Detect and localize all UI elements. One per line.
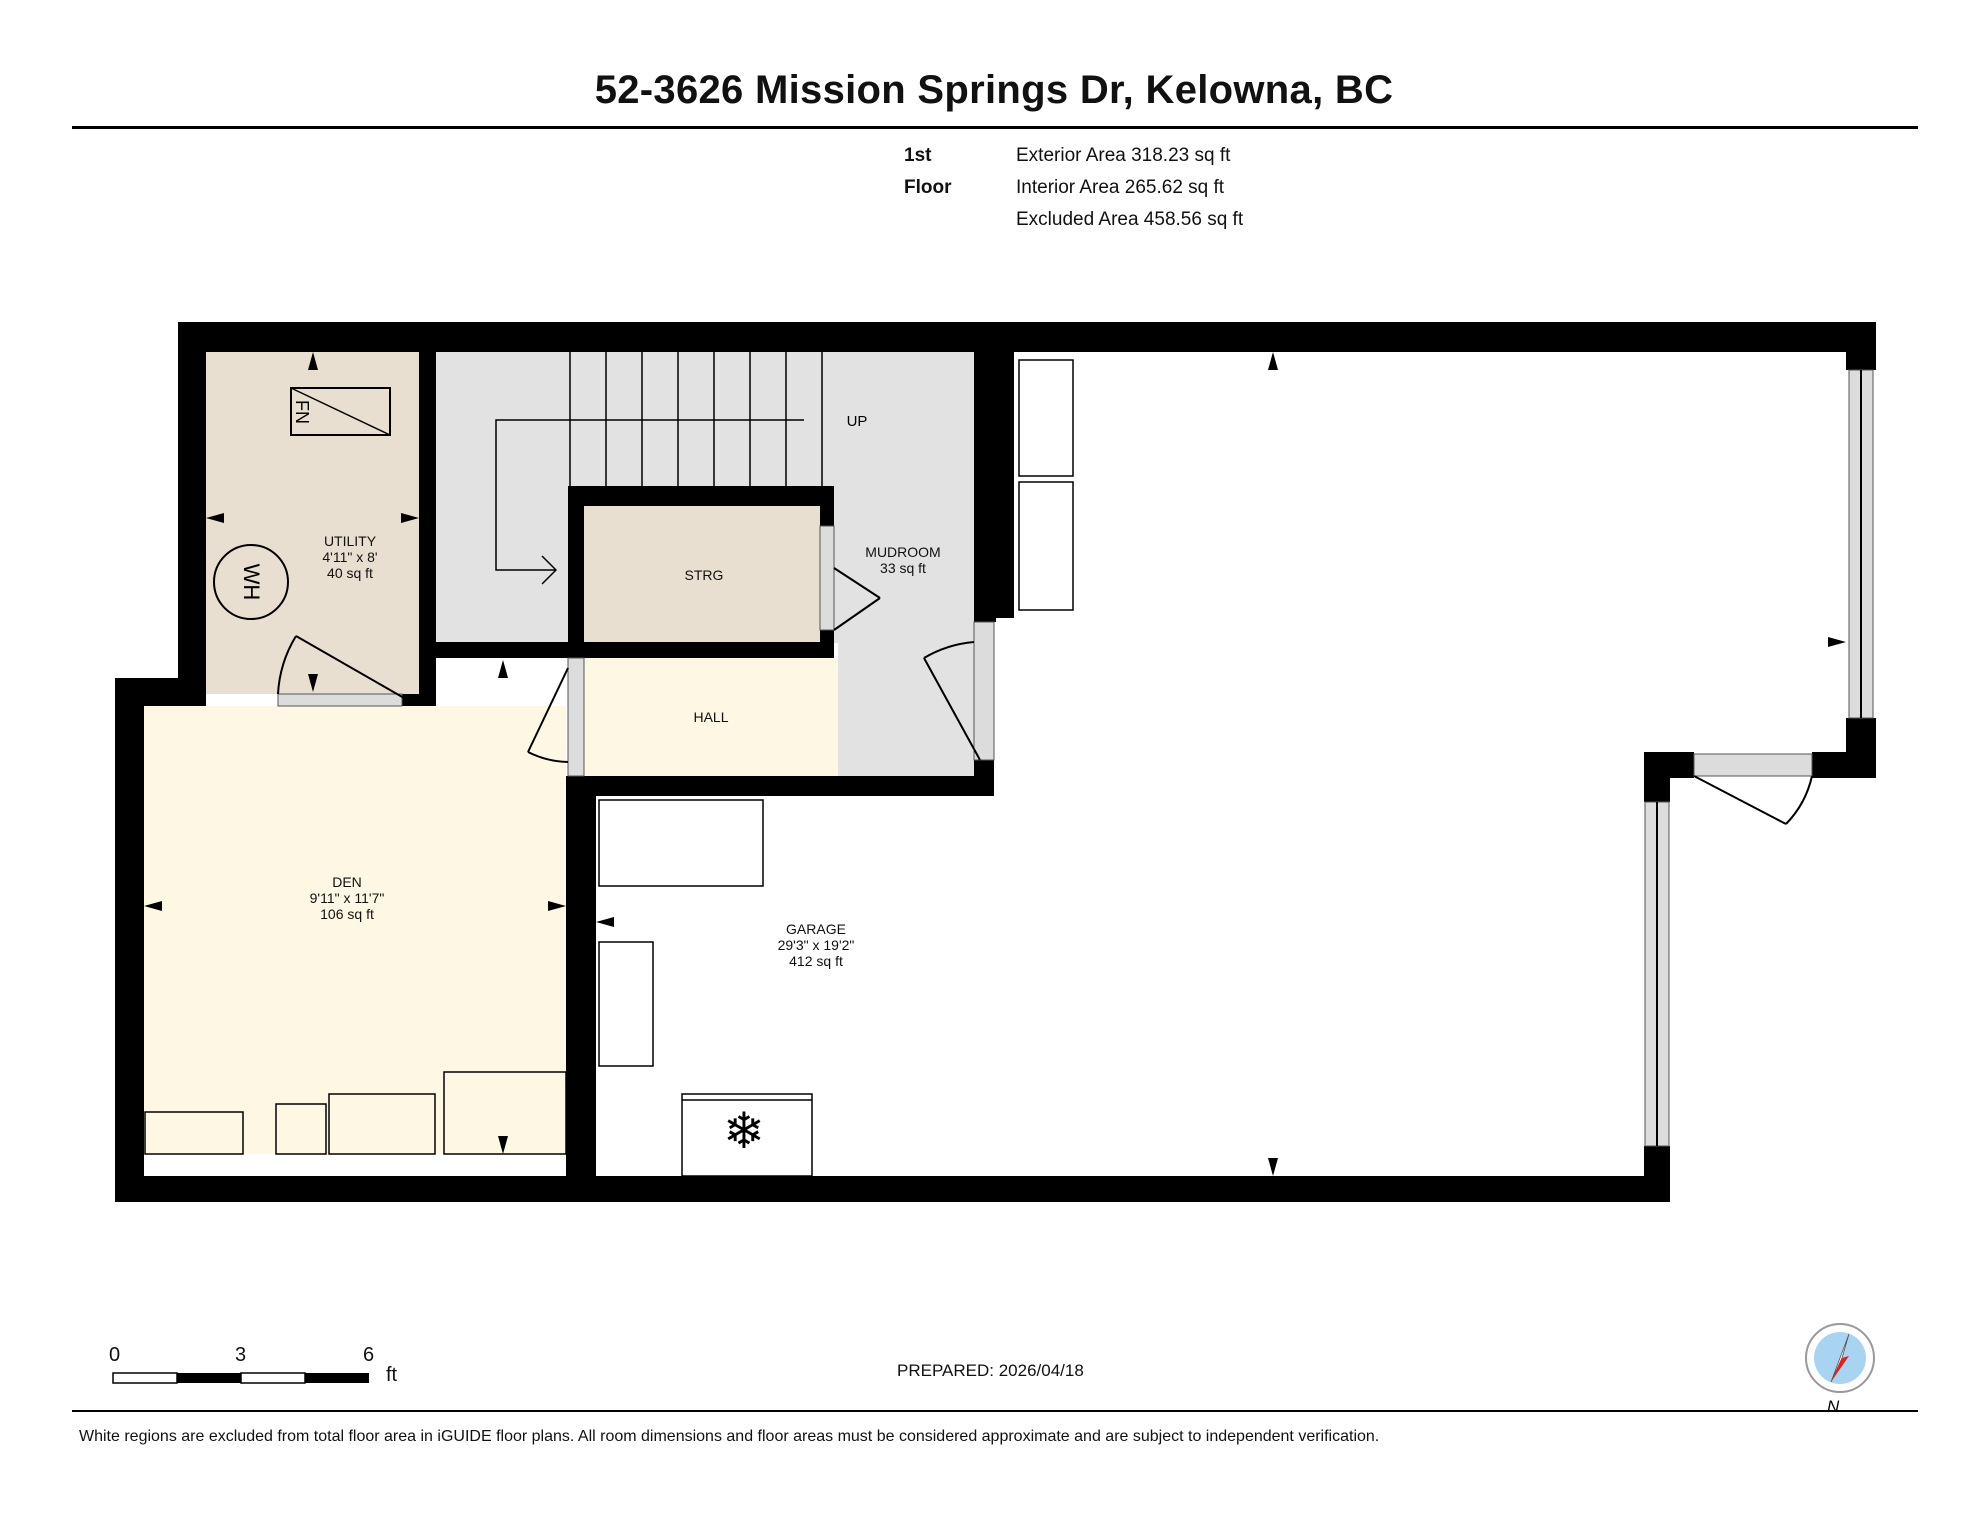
garage-bench — [598, 941, 654, 1067]
excluded-area: Excluded Area 458.56 sq ft — [1016, 209, 1244, 230]
den-counter-3 — [328, 1093, 436, 1155]
mudroom — [838, 352, 974, 776]
utility-dims: 4'11" x 8' — [322, 549, 377, 565]
den-area: 106 sq ft — [320, 906, 374, 922]
compass-icon — [1805, 1323, 1875, 1393]
scale-unit: ft — [386, 1364, 398, 1386]
storage-room — [584, 506, 820, 642]
doors — [277, 567, 1813, 825]
staircase — [495, 352, 823, 585]
stairs-up-label: UP — [847, 413, 868, 430]
garage-shelf-1 — [1018, 359, 1074, 477]
interior-area: Interior Area 265.62 sq ft — [1016, 177, 1225, 198]
utility-name: UTILITY — [324, 533, 377, 549]
mudroom-name: MUDROOM — [865, 544, 940, 560]
freezer — [681, 1093, 813, 1177]
fixtures — [144, 359, 1074, 1177]
disclaimer-text: White regions are excluded from total fl… — [79, 1428, 1380, 1445]
prepared-date: PREPARED: 2026/04/18 — [897, 1361, 1084, 1380]
furnace-label: FN — [292, 400, 312, 424]
den-name: DEN — [332, 874, 362, 890]
furnace — [290, 387, 391, 436]
dimension-arrows — [144, 352, 1846, 1176]
floor-name: 1st Floor — [904, 145, 952, 198]
strg-name: STRG — [685, 567, 724, 583]
header-divider — [72, 126, 1918, 129]
footer-divider — [72, 1410, 1918, 1412]
furnace-diagonal — [290, 387, 391, 436]
compass-north-label: N — [1827, 1397, 1840, 1416]
water-heater-label: WH — [239, 564, 264, 601]
utility-room — [206, 350, 419, 694]
scale-label-3: 3 — [235, 1344, 247, 1366]
garage-shelf-2 — [1018, 481, 1074, 611]
hall — [584, 658, 838, 776]
mudroom-area: 33 sq ft — [880, 560, 926, 576]
garage-name: GARAGE — [786, 921, 846, 937]
scale-label-6: 6 — [363, 1344, 375, 1366]
hall-name: HALL — [693, 709, 728, 725]
snowflake-icon: ❄ — [723, 1103, 765, 1159]
garage-dims: 29'3" x 19'2" — [778, 937, 855, 953]
water-heater — [213, 544, 289, 620]
utility-area: 40 sq ft — [327, 565, 373, 581]
scale-bar — [112, 1372, 369, 1384]
den-counter-2 — [275, 1103, 327, 1155]
garage-cabinet — [598, 799, 764, 887]
den-dims: 9'11" x 11'7" — [310, 890, 385, 906]
scale-label-0: 0 — [109, 1344, 121, 1366]
page-title: 52-3626 Mission Springs Dr, Kelowna, BC — [594, 68, 1394, 112]
den-counter-1 — [144, 1111, 244, 1155]
garage-area: 412 sq ft — [789, 953, 843, 969]
walls — [115, 322, 1876, 1202]
exterior-area: Exterior Area 318.23 sq ft — [1016, 145, 1231, 166]
